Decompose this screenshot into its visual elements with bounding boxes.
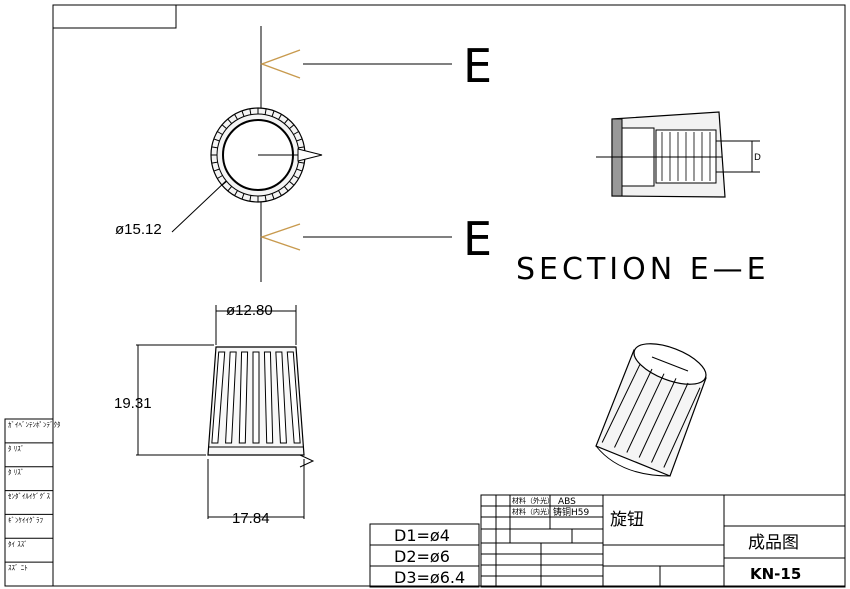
knurl-rib xyxy=(278,114,282,120)
top-view xyxy=(171,107,323,233)
knurl-rib xyxy=(213,168,220,172)
knurl-rib xyxy=(241,110,245,117)
knurl-rib xyxy=(286,351,301,444)
knurl-rib xyxy=(296,138,303,142)
knurl-rib xyxy=(249,108,252,115)
base-width-dimension: 17.84 xyxy=(232,510,270,527)
knurl-rib xyxy=(217,131,223,135)
knurl-rib xyxy=(298,161,305,164)
knurl-rib xyxy=(651,382,689,463)
side-table-cell: ｽｽﾞ ﾆﾄ xyxy=(8,564,28,572)
side-table: ｶﾞｲﾍﾞﾝﾃﾝﾎﾟﾝﾃﾞｸﾀ ﾀ ﾘｽﾞ ﾀ ﾘｽﾞ ｾﾝﾀﾞｲﾙｲｹﾞｸﾞｽ ｷﾞﾝ… xyxy=(4,418,61,587)
side-table-cell: ｾﾝﾀﾞｲﾙｲｹﾞｸﾞｽ xyxy=(8,493,50,501)
knurl-rib xyxy=(296,168,303,172)
part-number: KN-15 xyxy=(750,565,801,583)
knurl-rib xyxy=(211,351,226,444)
side-table-cell: ﾀ ﾘｽﾞ xyxy=(8,469,24,477)
drawing-type: 成品图 xyxy=(748,533,799,553)
d3-value: D3=ø6.4 xyxy=(394,568,465,587)
section-view: D xyxy=(596,111,761,198)
top-diameter-dimension: ø15.12 xyxy=(115,221,162,238)
section-arrow-bottom: E xyxy=(259,212,492,266)
knurl-rib xyxy=(638,378,677,458)
knurl-rib xyxy=(217,175,223,179)
knurl-rib xyxy=(663,387,701,468)
knurl-rib xyxy=(221,124,227,130)
knurl-rib xyxy=(283,118,289,124)
knurl-rib xyxy=(293,175,299,179)
knurl-rib xyxy=(211,146,218,149)
front-view xyxy=(136,305,315,519)
knurl-rib xyxy=(275,351,287,444)
material-inner-label: 材料（内光） xyxy=(512,507,554,516)
side-table-cell: ﾀ ﾘｽﾞ xyxy=(8,445,24,453)
knurl-rib xyxy=(278,190,282,196)
knurl-rib xyxy=(271,110,275,117)
section-marker-bottom: E xyxy=(463,212,492,266)
knurl-rib xyxy=(234,114,238,120)
side-table-cell: ｶﾞｲﾍﾞﾝﾃﾝﾎﾟﾝﾃﾞｸﾀ xyxy=(8,421,61,429)
knurl-rib xyxy=(264,195,267,202)
section-marker-top: E xyxy=(463,39,492,93)
knurl-rib xyxy=(234,190,238,196)
knurl-rib xyxy=(249,195,252,202)
sheet-frame xyxy=(52,4,846,587)
isometric-view xyxy=(595,343,707,477)
knurl-rib xyxy=(289,180,295,186)
knurl-rib xyxy=(241,193,245,200)
side-table-cell: ﾀｲ ｽｽﾞ xyxy=(8,540,28,548)
d1-value: D1=ø4 xyxy=(394,526,450,545)
knurl-rib xyxy=(225,351,237,444)
knurl-rib xyxy=(264,108,267,115)
knurl-rib xyxy=(238,351,249,444)
material-outer-value: ABS xyxy=(558,497,576,507)
material-inner-value: 铸铜H59 xyxy=(553,506,589,518)
section-title: SECTION E—E xyxy=(516,252,770,287)
knurl-rib xyxy=(271,193,275,200)
height-dimension: 19.31 xyxy=(114,395,152,412)
d2-value: D2=ø6 xyxy=(394,547,450,566)
knurl-rib xyxy=(614,368,653,448)
title-block: 材料（外光） ABS 材料（内光） 铸铜H59 旋钮 成品图 KN-15 xyxy=(480,494,846,588)
knurl-rib xyxy=(227,186,233,192)
knurl-rib xyxy=(263,351,274,444)
knurl-rib xyxy=(293,131,299,135)
shaft-dimension: D xyxy=(754,153,761,163)
knurl-rib xyxy=(601,364,641,443)
knurl-rib xyxy=(213,138,220,142)
part-name: 旋钮 xyxy=(610,510,644,530)
side-top-diameter-dimension: ø12.80 xyxy=(226,302,273,319)
side-table-cell: ｷﾞﾝｹｲｲｸﾞﾗﾌ xyxy=(8,516,43,524)
knurl-rib xyxy=(211,161,218,164)
section-arrow-top: E xyxy=(259,39,492,93)
knurl-rib xyxy=(252,351,260,444)
knurl-rib xyxy=(626,373,665,453)
d-values-table: D1=ø4 D2=ø6 D3=ø6.4 xyxy=(369,523,480,588)
knurl-rib xyxy=(298,146,305,149)
knurl-rib xyxy=(283,186,289,192)
knurl-rib xyxy=(227,118,233,124)
knurl-rib xyxy=(289,124,295,130)
material-outer-label: 材料（外光） xyxy=(512,496,554,505)
